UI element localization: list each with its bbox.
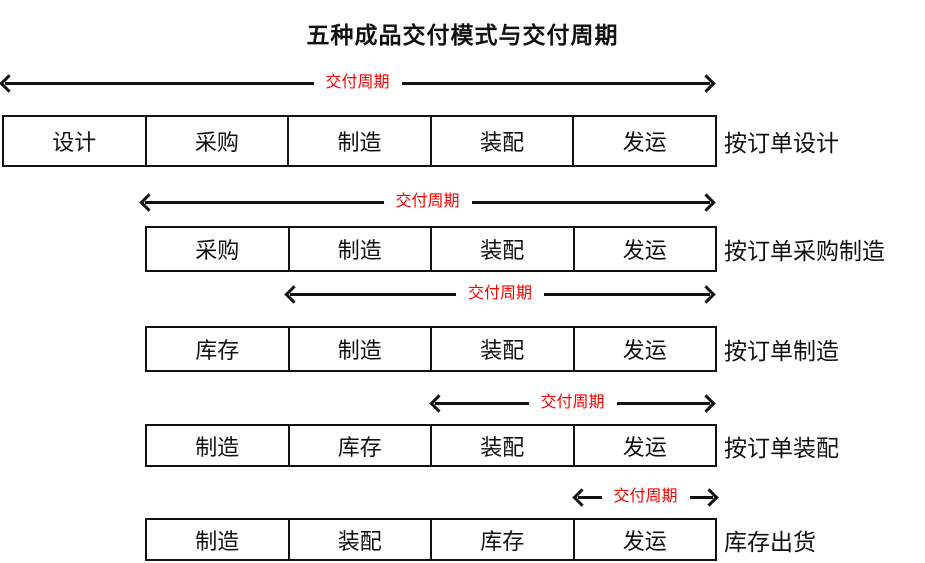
process-row-1: 设计 采购 制造 装配 发运 按订单设计 [2, 115, 839, 167]
process-cell: 发运 [572, 328, 716, 370]
arrow-left-head-icon [572, 487, 591, 507]
mode-label: 按订单装配 [724, 435, 839, 461]
process-boxes: 制造 库存 装配 发运 [145, 424, 717, 467]
diagram-title: 五种成品交付模式与交付周期 [306, 23, 619, 48]
process-cell: 库存 [430, 520, 573, 559]
mode-label: 按订单采购制造 [724, 239, 885, 264]
cycle-label: 交付周期 [325, 74, 390, 91]
process-row-2: 采购 制造 装配 发运 按订单采购制造 [145, 226, 885, 272]
process-row-5: 制造 装配 库存 发运 库存出货 [145, 518, 816, 561]
arrow-shaft [290, 292, 456, 296]
process-cell: 装配 [430, 228, 573, 270]
process-cell: 库存 [195, 338, 240, 363]
process-cell: 制造 [287, 228, 431, 270]
process-cell: 采购 [144, 117, 288, 165]
cycle-label: 交付周期 [468, 285, 533, 302]
arrow-shaft [401, 81, 711, 85]
process-row-4: 制造 库存 装配 发运 按订单装配 [145, 424, 839, 467]
process-boxes: 设计 采购 制造 装配 发运 [2, 115, 717, 167]
process-cell: 制造 [195, 528, 240, 554]
mode-label: 库存出货 [724, 529, 816, 555]
arrow-right-head-icon [697, 192, 716, 212]
process-cell: 装配 [287, 520, 431, 559]
arrow-left-head-icon [284, 284, 303, 304]
mode-label: 按订单设计 [724, 131, 839, 156]
arrow-right-head-icon [697, 73, 716, 93]
process-boxes: 采购 制造 装配 发运 [145, 226, 717, 272]
delivery-cycle-arrow-4: 交付周期 [429, 388, 716, 418]
arrow-shaft [544, 292, 711, 296]
process-cell: 发运 [572, 426, 716, 465]
process-boxes: 库存 制造 装配 发运 [145, 326, 717, 372]
process-cell: 设计 [52, 130, 97, 155]
process-cell: 装配 [430, 426, 573, 465]
delivery-cycle-arrow-2: 交付周期 [139, 187, 716, 217]
arrow-shaft [435, 401, 529, 405]
arrow-shaft [578, 495, 602, 499]
arrow-shaft [471, 200, 711, 204]
process-boxes: 制造 装配 库存 发运 [145, 518, 717, 561]
process-cell: 装配 [430, 328, 573, 370]
arrow-shaft [616, 401, 711, 405]
cycle-label: 交付周期 [613, 488, 678, 505]
process-cell: 制造 [287, 117, 430, 165]
cycle-label: 交付周期 [540, 394, 605, 411]
process-cell: 制造 [287, 328, 431, 370]
arrow-right-head-icon [697, 284, 716, 304]
process-cell: 发运 [572, 117, 715, 165]
delivery-cycle-arrow-3: 交付周期 [284, 279, 716, 309]
arrow-left-head-icon [429, 393, 448, 413]
process-row-3: 库存 制造 装配 发运 按订单制造 [145, 326, 839, 372]
process-cell: 装配 [429, 117, 573, 165]
process-cell: 采购 [195, 238, 240, 263]
arrow-right-head-icon [700, 487, 719, 507]
process-cell: 制造 [195, 434, 240, 460]
arrow-shaft [145, 200, 384, 204]
delivery-cycle-arrow-1: 交付周期 [0, 68, 716, 98]
arrow-left-head-icon [0, 73, 18, 93]
arrow-shaft [689, 495, 714, 499]
mode-label: 按订单制造 [724, 339, 839, 364]
cycle-label: 交付周期 [395, 193, 460, 210]
arrow-right-head-icon [697, 393, 716, 413]
delivery-cycle-arrow-5: 交付周期 [572, 482, 719, 512]
arrow-left-head-icon [139, 192, 158, 212]
process-cell: 发运 [572, 228, 716, 270]
process-cell: 发运 [572, 520, 716, 559]
process-cell: 库存 [287, 426, 431, 465]
arrow-shaft [5, 81, 314, 85]
